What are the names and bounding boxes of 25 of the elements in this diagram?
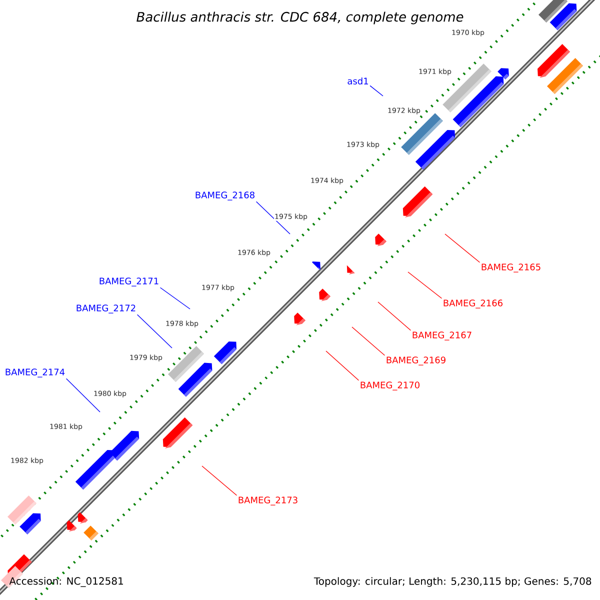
gene-label: BAMEG_2173: [238, 496, 298, 506]
leader-line: [352, 326, 386, 356]
gene-label: BAMEG_2165: [482, 264, 540, 272]
leader-line: [408, 272, 442, 299]
gene-label: BAMEG_2166: [444, 300, 503, 308]
leader-line: [66, 378, 100, 412]
gene-label: BAMEG_2170: [360, 382, 420, 390]
gene-label: BAMEG_2169: [386, 356, 446, 366]
accession-text: Accession: NC_012581: [9, 577, 123, 587]
gene-label: BAMEG_2167: [412, 332, 472, 340]
leader-line: [256, 201, 290, 234]
leader-line: [326, 350, 360, 381]
gene-label: BAMEG_2172: [76, 304, 136, 314]
gene-label: BAMEG_2171: [100, 278, 158, 286]
leader-line: [136, 314, 172, 348]
title: Bacillus anthracis str. CDC 684, complete genome: [136, 12, 464, 24]
leader-line: [160, 287, 190, 310]
leader-line: [444, 234, 480, 263]
leader-line: [378, 302, 412, 331]
genome-info-text: Topology: circular; Length: 5,230,115 bp; Genes: 5,708: [314, 577, 592, 587]
gene-label: BAMEG_2168: [196, 192, 254, 200]
leader-line: [202, 466, 238, 496]
gene-label: asd1: [348, 78, 368, 84]
gene-label: BAMEG_2174: [6, 368, 65, 378]
leader-line: [370, 85, 384, 96]
